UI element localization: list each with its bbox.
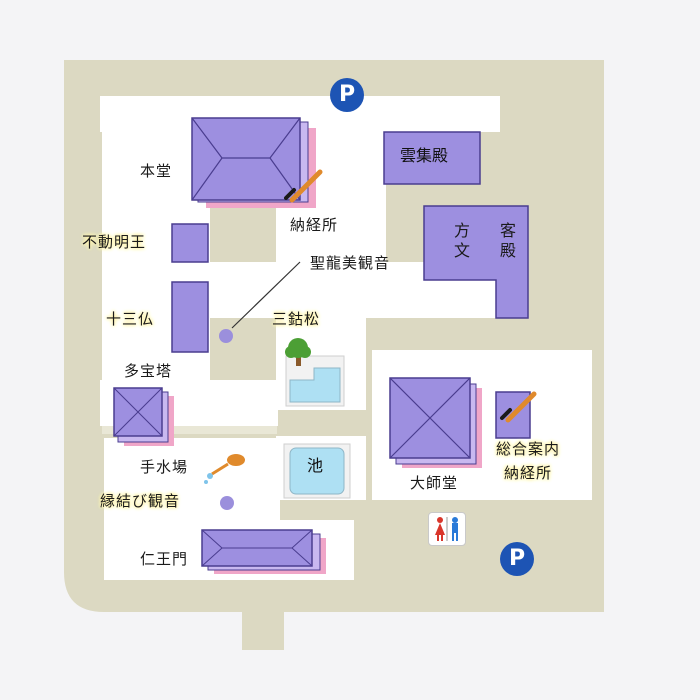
brush-icon bbox=[500, 391, 537, 423]
jusanbutsu-label: 十三仏 bbox=[106, 310, 155, 328]
fudo-myoo-label: 不動明王 bbox=[82, 233, 147, 251]
parking-icon: P bbox=[330, 78, 364, 112]
hondo-building bbox=[191, 117, 316, 208]
fudo-myoo-building bbox=[171, 223, 209, 263]
restroom-icon bbox=[428, 512, 466, 546]
kyakuden-left-label: 方文 bbox=[451, 222, 470, 262]
nokyosho-label: 納経所 bbox=[290, 216, 339, 234]
tahoto-building bbox=[113, 387, 174, 446]
hondo-label: 本堂 bbox=[140, 162, 173, 180]
seiryu-kannon-marker bbox=[219, 329, 233, 343]
jusanbutsu-building bbox=[171, 281, 209, 353]
pond-label: 池 bbox=[307, 456, 324, 475]
niomon-label: 仁王門 bbox=[140, 550, 189, 568]
brush-icon bbox=[284, 169, 323, 203]
chozuba-label: 手水場 bbox=[140, 458, 189, 476]
niomon-gate bbox=[201, 529, 326, 574]
upper-pond bbox=[285, 355, 345, 407]
seiryu-kannon-label: 聖龍美観音 bbox=[310, 254, 391, 272]
kyakuden-building bbox=[423, 205, 529, 319]
nokyosho2-label: 納経所 bbox=[504, 464, 553, 482]
sankomatsu-label: 三鈷松 bbox=[272, 310, 321, 328]
enmusubi-kannon-marker bbox=[220, 496, 234, 510]
tree-icon bbox=[285, 338, 311, 366]
daishido-label: 大師堂 bbox=[410, 474, 459, 492]
daishido-building bbox=[389, 377, 482, 468]
enmusubi-kannon-label: 縁結び観音 bbox=[100, 492, 181, 510]
unshuden-label: 雲集殿 bbox=[400, 146, 449, 165]
tahoto-label: 多宝塔 bbox=[124, 362, 173, 380]
water-ladle-icon bbox=[204, 454, 245, 484]
lower-pond bbox=[283, 443, 351, 499]
unshuden-building bbox=[383, 131, 481, 185]
parking-icon: P bbox=[500, 542, 534, 576]
kyakuden-right-label: 客殿 bbox=[497, 222, 516, 262]
sogo-annai-label: 総合案内 bbox=[496, 440, 561, 458]
